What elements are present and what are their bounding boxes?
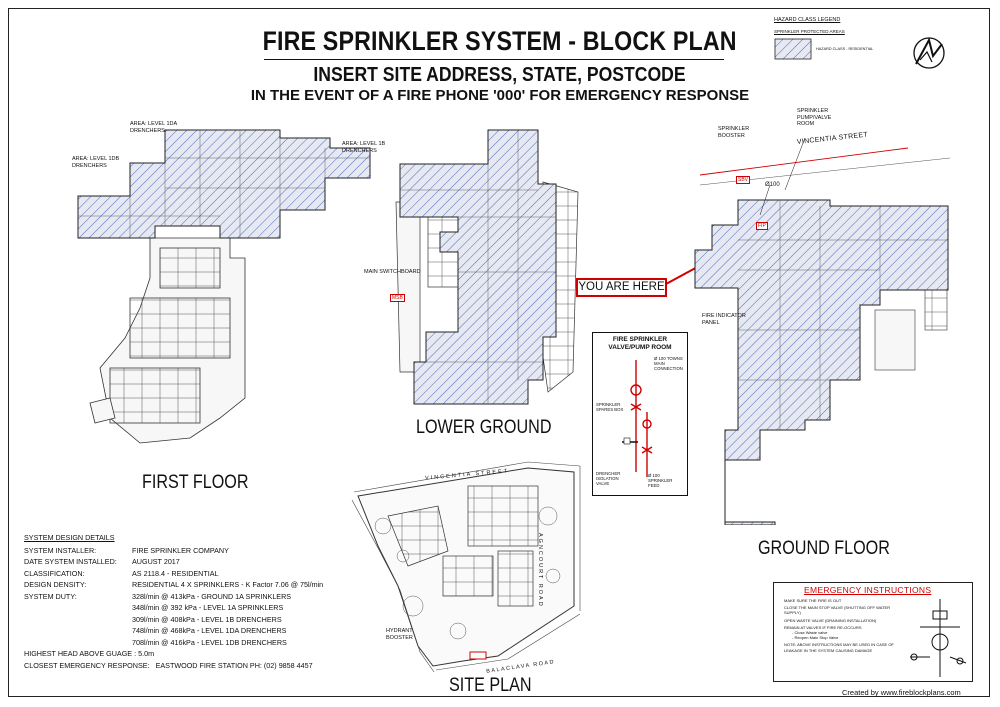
pump-valve-room-label: SPRINKLER PUMP/VALVE ROOM (797, 108, 832, 127)
msb-tag: MSB (390, 294, 405, 302)
density-label: DESIGN DENSITY: (24, 580, 87, 589)
site-street-right: AGNCOURT ROAD (537, 533, 543, 608)
fip-tag: FIP (756, 222, 768, 230)
towns-main-label: Ø 100 TOWNS MAIN CONNECTION (654, 356, 683, 371)
lower-ground-title: LOWER GROUND (416, 417, 552, 438)
head-label: HIGHEST HEAD ABOVE GUAGE : (24, 649, 137, 658)
sprinkler-booster-label: SPRINKLER BOOSTER (718, 126, 750, 139)
north-arrow-icon (913, 37, 945, 69)
hazard-legend: HAZARD CLASS LEGEND SPRINKLER PROTECTED … (774, 17, 894, 60)
spares-box-label: SPRINKLER SPARES BOX (596, 402, 624, 412)
duty-value: 708l/min @ 416kPa - LEVEL 1DB DRENCHERS (132, 637, 287, 647)
site-plan-title: SITE PLAN (449, 675, 532, 696)
emergency-step: REMAIN AT VALVES IF FIRE RE-OCCURS (784, 624, 862, 630)
emergency-title: EMERGENCY INSTRUCTIONS (804, 585, 932, 595)
legend-subtitle: SPRINKLER PROTECTED AREAS (774, 29, 845, 34)
emergency-step: - Close Waste valve (792, 630, 828, 636)
duty-value: 309l/min @ 408kPa - LEVEL 1B DRENCHERS (132, 614, 282, 624)
details-heading: SYSTEM DESIGN DETAILS (24, 533, 115, 542)
duty-value: 348l/min @ 392 kPa - LEVEL 1A SPRINKLERS (132, 603, 284, 612)
emergency-note: NOTE: ABOVE INSTRUCTIONS MAY BE USED IN … (784, 642, 894, 653)
classification-label: CLASSIFICATION: (24, 568, 85, 578)
sbv-tag: SBV (736, 176, 751, 184)
first-floor-title: FIRST FLOOR (142, 472, 249, 493)
title-underline (264, 59, 724, 60)
valve-room-schematic (622, 360, 653, 477)
emergency-step: MAKE SURE THE FIRE IS OUT (784, 598, 842, 603)
response-value: EASTWOOD FIRE STATION PH: (02) 9858 4457 (155, 660, 313, 670)
site-plan (351, 461, 581, 673)
hydrant-booster-label: HYDRANT BOOSTER (386, 628, 413, 641)
response-label: CLOSEST EMERGENCY RESPONSE: (24, 660, 150, 670)
legend-hatch-swatch (774, 38, 812, 60)
emergency-steps: MAKE SURE THE FIRE IS OUT CLOSE THE MAIN… (784, 598, 896, 653)
installer-label: SYSTEM INSTALLER: (24, 545, 97, 555)
pipe-size-label: Ø100 (765, 182, 780, 188)
main-switchboard-label: MAIN SWITCHBOARD (364, 269, 421, 275)
duty-label: SYSTEM DUTY: (24, 591, 77, 601)
lower-ground-plan (395, 129, 579, 405)
site-address: INSERT SITE ADDRESS, STATE, POSTCODE (313, 64, 687, 86)
sprinkler-feed-label: Ø 100 SPRINKLER FEED (648, 473, 673, 488)
valve-room-detail (592, 332, 688, 496)
date-label: DATE SYSTEM INSTALLED: (24, 557, 117, 566)
head-value: 5.0m (138, 649, 155, 658)
page-title: FIRE SPRINKLER SYSTEM - BLOCK PLAN (262, 26, 738, 56)
legend-item-label: HAZARD CLASS - RESIDENTIAL (816, 47, 874, 51)
you-are-here-marker: YOU ARE HERE (576, 278, 667, 297)
duty-value: 748l/min @ 468kPa - LEVEL 1DA DRENCHERS (132, 626, 287, 635)
label-area-1b: AREA: LEVEL 1B DRENCHERS (342, 141, 386, 154)
duty-value: 328l/min @ 413kPa - GROUND 1A SPRINKLERS (132, 591, 292, 601)
emergency-step: CLOSE THE MAIN STOP VALVE (shutting off … (784, 605, 891, 616)
valve-room-title: FIRE SPRINKLER VALVE/PUMP ROOM (608, 336, 672, 351)
fire-indicator-panel-label: FIRE INDICATOR PANEL (702, 313, 746, 326)
emergency-phone-line: IN THE EVENT OF A FIRE PHONE '000' FOR E… (250, 87, 750, 104)
valve-assembly-icon (910, 599, 967, 677)
emergency-instructions: EMERGENCY INSTRUCTIONS MAKE SURE THE FIR… (773, 582, 973, 682)
drencher-valve-label: DRENCHER ISOLATION VALVE (596, 471, 621, 486)
emergency-step: OPEN WASTE VALVE (Draining installation) (784, 617, 877, 623)
ground-floor-plan (694, 137, 951, 525)
system-design-details: SYSTEM DESIGN DETAILS SYSTEM INSTALLER: F… (24, 532, 323, 671)
density-value: RESIDENTIAL 4 X SPRINKLERS - K Factor 7.… (132, 580, 324, 589)
date-value: AUGUST 2017 (132, 557, 180, 566)
emergency-step: - Reopen Main Stop Valve (792, 635, 839, 641)
installer-value: FIRE SPRINKLER COMPANY (132, 545, 229, 555)
classification-value: AS 2118.4 - RESIDENTIAL (132, 568, 219, 578)
label-area-1da: AREA: LEVEL 1DA DRENCHERS (130, 121, 177, 134)
label-area-1db: AREA: LEVEL 1DB DRENCHERS (72, 156, 120, 169)
page-frame (8, 8, 990, 697)
ground-floor-title: GROUND FLOOR (758, 538, 890, 559)
legend-title: HAZARD CLASS LEGEND (774, 17, 841, 23)
first-floor-plan (77, 129, 371, 444)
credit-text: Created by www.fireblockplans.com (842, 688, 961, 697)
